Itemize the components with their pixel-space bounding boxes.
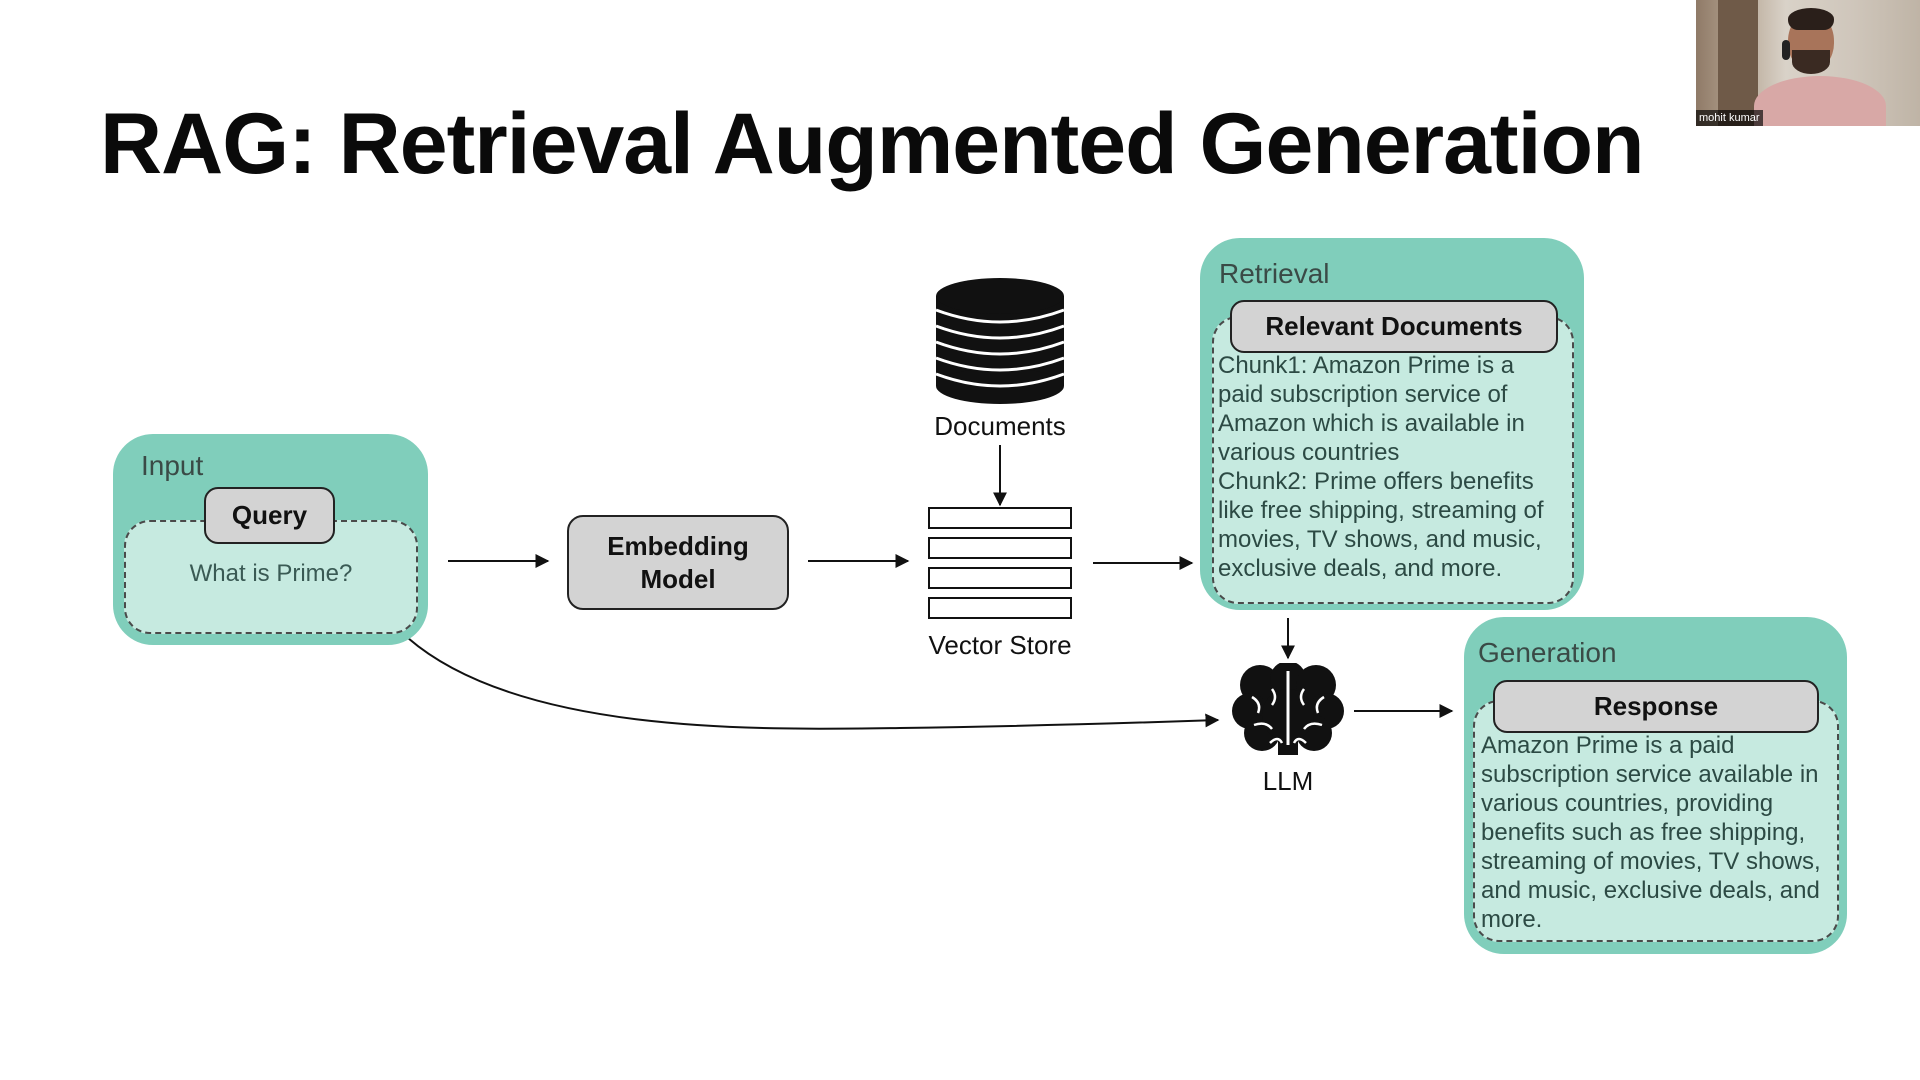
documents-label: Documents bbox=[934, 411, 1066, 441]
video-person-beard bbox=[1792, 50, 1830, 74]
database-stack-icon bbox=[935, 278, 1065, 404]
slide-title: RAG: Retrieval Augmented Generation bbox=[100, 96, 1645, 192]
embedding-label-line1: Embedding bbox=[607, 530, 749, 561]
video-person-hair bbox=[1788, 8, 1834, 30]
retrieval-panel-label: Retrieval bbox=[1219, 258, 1330, 289]
generation-response-box bbox=[1473, 700, 1839, 942]
query-pill: Query bbox=[204, 487, 335, 544]
brain-icon bbox=[1232, 663, 1344, 755]
video-person-shirt bbox=[1754, 76, 1886, 126]
embedding-model-box: Embedding Model bbox=[567, 515, 789, 610]
vector-store-row bbox=[928, 507, 1072, 529]
generation-panel-label: Generation bbox=[1478, 637, 1617, 668]
participant-name: mohit kumar bbox=[1696, 110, 1763, 126]
vector-store-row bbox=[928, 537, 1072, 559]
input-panel-label: Input bbox=[141, 450, 204, 481]
participant-video[interactable]: mohit kumar bbox=[1696, 0, 1920, 126]
vector-store-label: Vector Store bbox=[928, 630, 1072, 660]
vector-store-row bbox=[928, 567, 1072, 589]
relevant-documents-pill: Relevant Documents bbox=[1230, 300, 1558, 353]
headset-icon bbox=[1782, 40, 1790, 60]
query-text: What is Prime? bbox=[189, 560, 353, 587]
vector-store-icon bbox=[928, 507, 1072, 620]
embedding-label-line2: Model bbox=[640, 563, 716, 594]
retrieval-documents-box bbox=[1212, 316, 1574, 604]
arrow-query-to-llm bbox=[407, 637, 1220, 730]
response-text: Amazon Prime is a paid subscription serv… bbox=[1481, 732, 1821, 933]
video-door bbox=[1718, 0, 1758, 126]
vector-store-row bbox=[928, 597, 1072, 619]
retrieved-chunks-text: Chunk1: Amazon Prime is a paid subscript… bbox=[1218, 352, 1544, 582]
response-pill: Response bbox=[1493, 680, 1819, 733]
llm-label: LLM bbox=[1262, 766, 1314, 796]
